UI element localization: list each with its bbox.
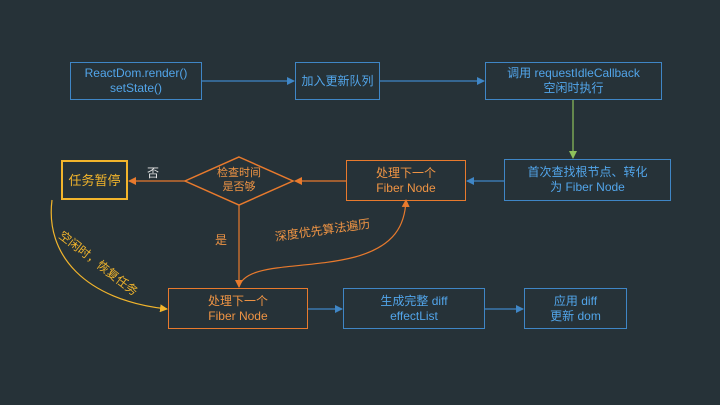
node-react-render: ReactDom.render() setState() — [70, 62, 202, 100]
edge-label-no: 否 — [147, 166, 160, 180]
node-process-next-bottom: 处理下一个 Fiber Node — [168, 288, 308, 329]
edge-label-yes: 是 — [215, 233, 228, 247]
arrow-resume — [50, 199, 168, 313]
node-task-paused: 任务暂停 — [61, 160, 128, 200]
arrow-dfs-loop — [238, 199, 410, 288]
node-apply-diff: 应用 diff 更新 dom — [524, 288, 627, 329]
node-request-idle-callback: 调用 requestIdleCallback 空闲时执行 — [485, 62, 662, 100]
node-find-root-convert: 首次查找根节点、转化 为 Fiber Node — [504, 159, 671, 201]
node-check-time-label: 检查时间 是否够 — [217, 167, 261, 193]
node-generate-diff: 生成完整 diff effectList — [343, 288, 485, 329]
node-process-next-top: 处理下一个 Fiber Node — [346, 160, 466, 201]
node-update-queue: 加入更新队列 — [295, 62, 380, 100]
